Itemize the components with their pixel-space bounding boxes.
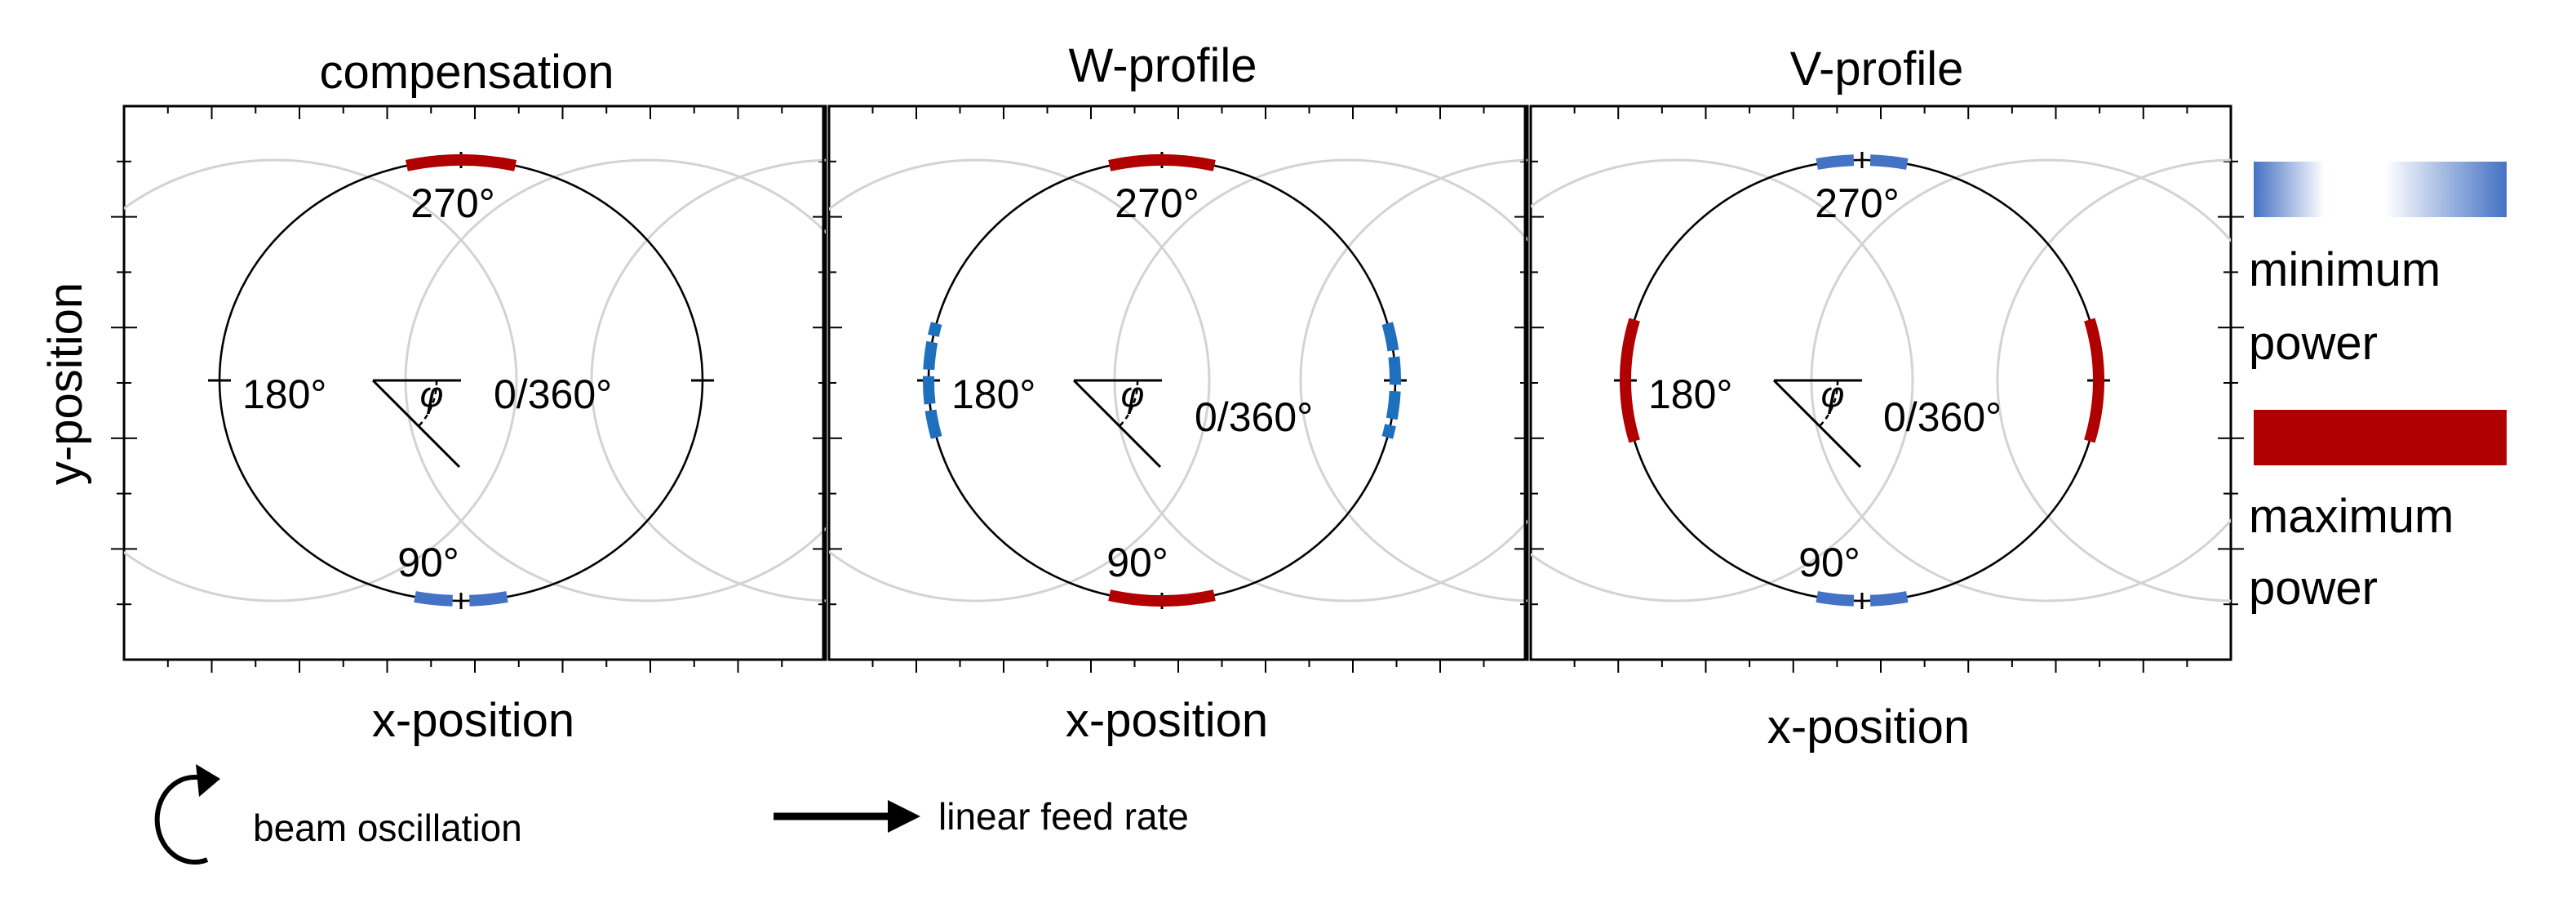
trajectory-ghosts — [829, 158, 1527, 602]
power-region-minimum — [1381, 322, 1401, 439]
power-region-minimum — [1869, 154, 1909, 170]
legend-maximum-power-swatch — [2254, 410, 2507, 465]
power-region-maximum — [1108, 153, 1216, 171]
angle-label-0-360: 0/360° — [494, 371, 612, 417]
angle-labels: 270° 180° 90° 0/360° — [242, 180, 612, 585]
angle-label-180: 180° — [1648, 371, 1732, 417]
ghost-trajectory — [829, 158, 1211, 602]
phi-angle-indicator: φ — [1072, 375, 1162, 469]
ghost-trajectory — [1996, 158, 2231, 602]
angle-label-270: 270° — [410, 180, 494, 226]
panel-title-compensation: compensation — [319, 46, 614, 99]
angle-label-90: 90° — [397, 540, 459, 585]
angle-label-270: 270° — [1115, 180, 1199, 226]
ghost-trajectory — [1113, 158, 1527, 602]
x-axis-label-v-profile: x-position — [1767, 700, 1970, 754]
panel-compensation: φ 270° 180° 90° 0/360° — [111, 104, 827, 673]
x-axis-label-compensation: x-position — [372, 694, 574, 747]
phi-angle-indicator: φ — [371, 375, 461, 469]
legend-minimum-power-swatch — [2254, 162, 2507, 217]
phi-symbol: φ — [1821, 375, 1845, 415]
angle-label-180: 180° — [242, 371, 326, 417]
power-region-maximum — [405, 153, 517, 171]
ghost-trajectory — [1810, 158, 2231, 602]
ghost-trajectory — [404, 158, 826, 602]
power-region-maximum — [2084, 318, 2105, 443]
ghost-trajectory — [1531, 158, 1914, 602]
power-region-minimum — [923, 322, 942, 439]
power-region-maximum — [1619, 318, 1640, 443]
phi-angle-indicator: φ — [1772, 375, 1862, 469]
legend: minimum power maximum power — [2249, 162, 2507, 615]
legend-maximum-line2: power — [2249, 562, 2378, 615]
panel-v-profile: φ 270° 180° 90° 0/360° — [1523, 104, 2244, 673]
angle-label-180: 180° — [951, 371, 1035, 417]
angle-label-0-360: 0/360° — [1195, 394, 1313, 440]
linear-feed-label: linear feed rate — [938, 795, 1189, 838]
power-region-minimum — [1869, 591, 1909, 607]
axis-ticks — [1531, 106, 2244, 673]
rotate-arrow-icon — [154, 775, 209, 865]
legend-minimum-line2: power — [2249, 317, 2378, 370]
angle-label-90: 90° — [1106, 540, 1168, 585]
ghost-trajectory — [124, 158, 518, 602]
panel-w-profile: φ 270° 180° 90° 0/360° — [822, 104, 1529, 673]
y-axis-label: y-position — [39, 282, 92, 485]
legend-minimum-line1: minimum — [2249, 243, 2441, 296]
angle-label-270: 270° — [1815, 180, 1899, 226]
ghost-trajectory — [590, 158, 826, 602]
x-axis-label-w-profile: x-position — [1066, 694, 1268, 747]
power-region-minimum — [468, 591, 508, 607]
angle-labels: 270° 180° 90° 0/360° — [951, 180, 1313, 585]
panel-title-w-profile: W-profile — [1069, 39, 1257, 92]
power-region-maximum — [1108, 589, 1216, 607]
power-region-minimum — [1816, 154, 1855, 170]
linear-feed-note: linear feed rate — [774, 795, 1189, 838]
power-region-minimum — [414, 591, 454, 607]
angle-labels: 270° 180° 90° 0/360° — [1648, 180, 2002, 585]
axis-ticks — [829, 106, 1527, 673]
power-region-minimum — [1816, 591, 1855, 607]
legend-maximum-line1: maximum — [2249, 490, 2454, 543]
phi-symbol: φ — [1121, 375, 1145, 415]
ghost-trajectory — [1299, 158, 1527, 602]
beam-oscillation-note: beam oscillation — [154, 764, 522, 865]
beam-oscillation-label: beam oscillation — [253, 807, 522, 849]
angle-label-0-360: 0/360° — [1883, 394, 2002, 440]
rotate-arrow-head — [196, 764, 220, 797]
phi-symbol: φ — [420, 375, 444, 415]
arrow-right-head — [888, 800, 920, 833]
panel-title-v-profile: V-profile — [1790, 42, 1964, 96]
angle-label-90: 90° — [1798, 540, 1860, 585]
axis-ticks — [111, 106, 826, 673]
